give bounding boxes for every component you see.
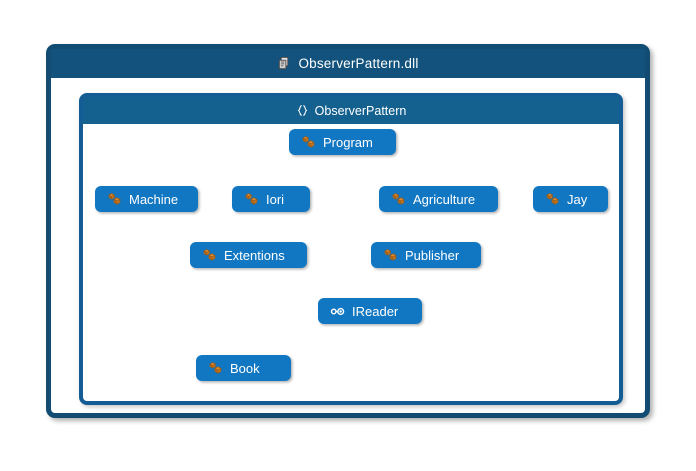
- graph-node-label-program: Program: [323, 134, 373, 150]
- graph-node-extentions[interactable]: Extentions: [190, 242, 307, 268]
- graph-node-label-agriculture: Agriculture: [413, 191, 476, 207]
- graph-node-label-machine: Machine: [129, 191, 179, 207]
- graph-node-label-extentions: Extentions: [224, 247, 285, 263]
- namespace-title-label: ObserverPattern: [314, 103, 407, 118]
- assembly-header[interactable]: ObserverPattern.dll: [51, 49, 645, 78]
- graph-node-label-jay: Jay: [567, 191, 588, 207]
- class-icon: [202, 248, 217, 263]
- class-icon: [545, 192, 560, 207]
- class-icon: [391, 192, 406, 207]
- assembly-container[interactable]: ObserverPattern.dll ObserverPattern: [46, 44, 650, 418]
- graph-node-label-iori: Iori: [266, 191, 285, 207]
- graph-node-label-ireader: IReader: [352, 303, 399, 319]
- graph-node-book[interactable]: Book: [196, 355, 291, 381]
- interface-icon: [330, 304, 345, 319]
- graph-node-program[interactable]: Program: [289, 129, 396, 155]
- graph-node-iori[interactable]: Iori: [232, 186, 310, 212]
- class-icon: [208, 361, 223, 376]
- class-icon: [301, 135, 316, 150]
- graph-node-publisher[interactable]: Publisher: [371, 242, 481, 268]
- class-icon: [244, 192, 259, 207]
- class-icon: [383, 248, 398, 263]
- graph-node-agriculture[interactable]: Agriculture: [379, 186, 498, 212]
- class-icon: [107, 192, 122, 207]
- graph-node-label-book: Book: [230, 360, 260, 376]
- assembly-title-label: ObserverPattern.dll: [298, 56, 419, 71]
- namespace-braces-icon: [296, 104, 309, 117]
- graph-node-label-publisher: Publisher: [405, 247, 460, 263]
- namespace-header[interactable]: ObserverPattern: [83, 97, 619, 124]
- graph-node-ireader[interactable]: IReader: [318, 298, 422, 324]
- assembly-icon: [277, 56, 292, 71]
- graph-node-machine[interactable]: Machine: [95, 186, 198, 212]
- graph-node-jay[interactable]: Jay: [533, 186, 608, 212]
